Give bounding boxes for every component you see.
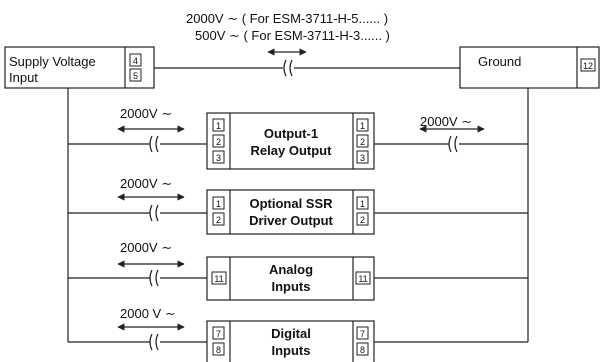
module-digital-title: Digital [271,326,311,341]
ssr-left-pin-2: 2 [216,215,221,225]
output1-right-pin-2: 2 [360,137,365,147]
digital-left-pin-7: 7 [216,329,221,339]
isolation-label-output1-right: 2000V ∼ [420,114,472,129]
isolation-label-digital: 2000 V ∼ [120,306,176,321]
ssr-left-pin-1: 1 [216,199,221,209]
module-ssr-title: Optional SSR [249,196,333,211]
ground-label: Ground [478,54,521,69]
output1-left-pin-1: 1 [216,121,221,131]
analog-left-pin-11: 11 [214,274,223,284]
digital-right-pin-7: 7 [360,329,365,339]
analog-right-pin-11: 11 [358,274,367,284]
row-digital: 2000 V ∼ Digital Inputs 7 8 7 8 [68,306,528,362]
digital-left-pin-8: 8 [216,345,221,355]
module-analog-subtitle: Inputs [272,279,311,294]
isolation-label-ssr: 2000V ∼ [120,176,172,191]
ground-box: Ground 12 [459,46,600,89]
row-analog: 2000V ∼ Analog Inputs 11 11 [68,231,529,342]
isolation-label-analog: 2000V ∼ [120,240,172,255]
module-output1-title: Output-1 [264,126,318,141]
top-isolation-link [154,48,460,77]
top-note-500v: 500V ∼ ( For ESM-3711-H-3...... ) [195,28,390,43]
module-ssr-subtitle: Driver Output [249,213,333,228]
output1-right-pin-3: 3 [360,153,365,163]
isolation-label-output1-left: 2000V ∼ [120,106,172,121]
module-analog-title: Analog [269,262,313,277]
module-digital-subtitle: Inputs [272,343,311,358]
module-output1-subtitle: Relay Output [251,143,333,158]
ssr-right-pin-2: 2 [360,215,365,225]
digital-right-pin-8: 8 [360,345,365,355]
top-note-2000v: 2000V ∼ ( For ESM-3711-H-5...... ) [186,11,388,26]
supply-pin-5: 5 [133,71,138,81]
output1-left-pin-2: 2 [216,137,221,147]
ssr-right-pin-1: 1 [360,199,365,209]
output1-left-pin-3: 3 [216,153,221,163]
output1-right-pin-1: 1 [360,121,365,131]
ground-pin-12: 12 [583,61,593,71]
supply-label-line2: Input [9,70,38,85]
supply-label-line1: Supply Voltage [9,54,96,69]
supply-voltage-box: Supply Voltage Input 4 5 [4,46,155,89]
row-ssr: 2000V ∼ Optional SSR Driver Output 1 2 1… [68,176,528,235]
supply-pin-4: 4 [133,56,138,66]
row-output1: 2000V ∼ Output-1 Relay Output 1 2 3 1 2 … [68,106,528,170]
